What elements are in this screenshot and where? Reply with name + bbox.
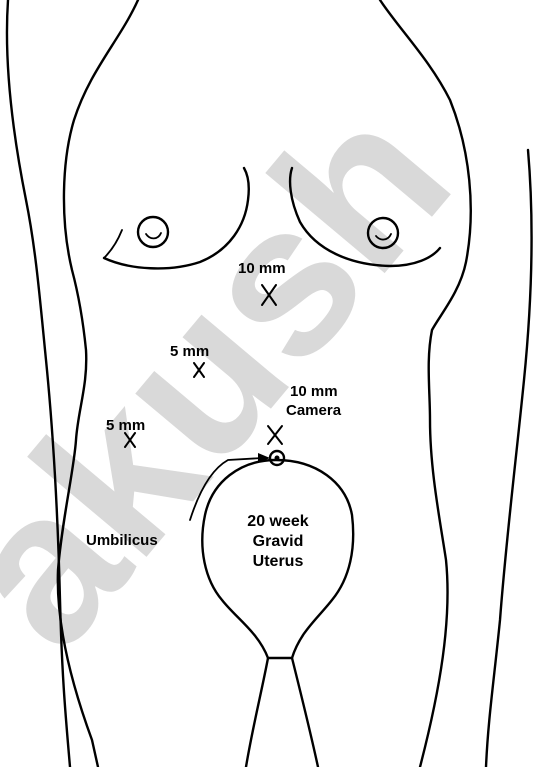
right-leg	[292, 658, 318, 767]
left-nipple-inner	[146, 233, 161, 238]
umbilicus-center	[275, 456, 280, 461]
label-port-left-upper-5mm: 5 mm	[170, 343, 209, 360]
label-port-upper-10mm: 10 mm	[238, 260, 286, 277]
left-leg	[246, 658, 268, 767]
label-uterus-line1: 20 week	[247, 513, 308, 530]
label-uterus-line3: Uterus	[253, 553, 304, 570]
left-breast-line	[104, 230, 122, 258]
body-outline-right	[380, 0, 471, 767]
watermark-text: akush	[0, 59, 495, 690]
label-camera-name: Camera	[286, 402, 342, 419]
label-umbilicus: Umbilicus	[86, 532, 158, 549]
label-camera-size: 10 mm	[290, 383, 338, 400]
label-uterus-line2: Gravid	[253, 533, 304, 550]
right-arm-line	[486, 150, 531, 767]
label-port-left-lower-5mm: 5 mm	[106, 417, 145, 434]
